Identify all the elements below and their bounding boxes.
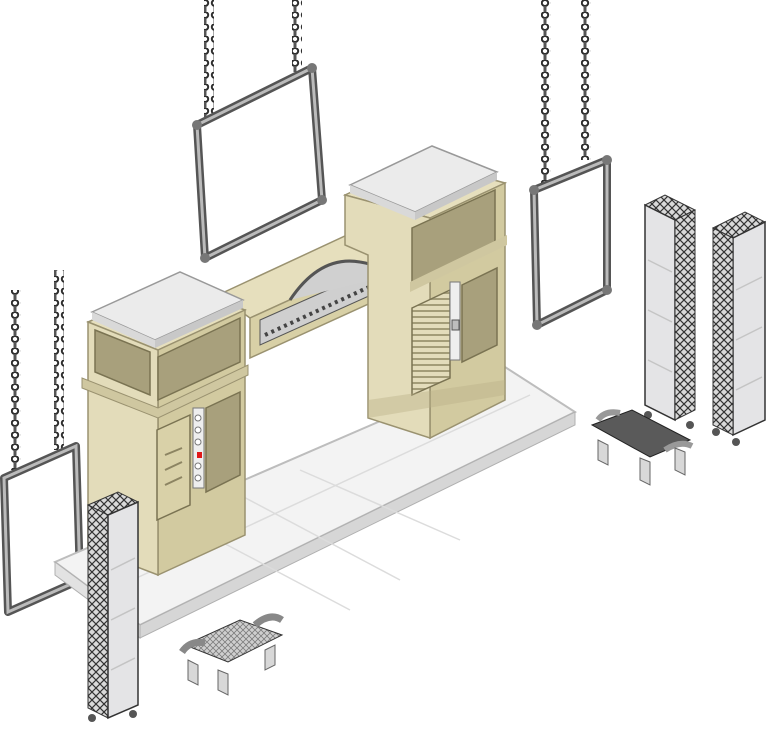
button-panel-icon bbox=[192, 407, 205, 489]
truss-pillar-right-1[interactable] bbox=[643, 194, 697, 429]
elevator-door-icon bbox=[411, 288, 451, 397]
hanging-chain-icon bbox=[581, 0, 591, 160]
hanging-frame-top-right[interactable] bbox=[529, 0, 612, 330]
hanging-chain-icon bbox=[54, 270, 64, 450]
elevator-door-icon bbox=[156, 413, 191, 522]
bench-left[interactable] bbox=[179, 613, 284, 696]
hanging-chain-icon bbox=[292, 0, 302, 72]
hanging-chain-icon bbox=[204, 0, 214, 120]
truss-pillar-left[interactable] bbox=[86, 491, 140, 722]
hanging-chain-icon bbox=[541, 0, 551, 185]
hanging-chain-icon bbox=[11, 290, 21, 470]
bench-icon bbox=[183, 619, 284, 663]
bench-right[interactable] bbox=[590, 409, 694, 486]
call-button-icon bbox=[197, 452, 202, 458]
archway-icon[interactable] bbox=[81, 145, 508, 577]
truss-pillar-right-2[interactable] bbox=[711, 211, 767, 446]
hanging-frame-top-center[interactable] bbox=[192, 0, 327, 263]
hanging-frame-icon bbox=[0, 442, 84, 616]
